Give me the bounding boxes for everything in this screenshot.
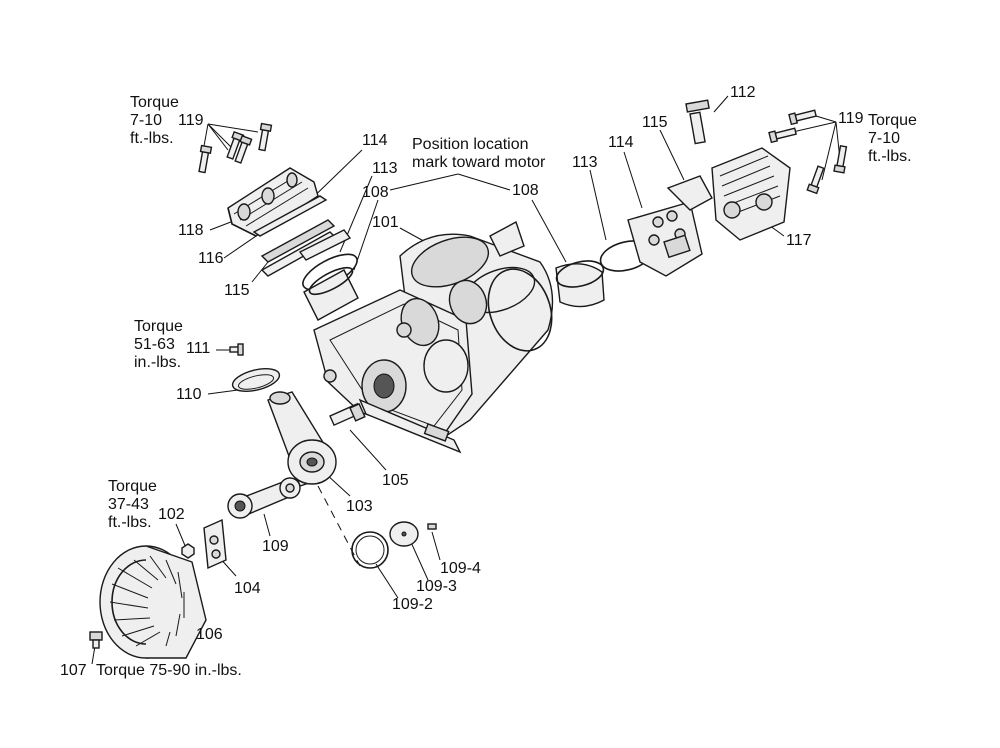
torque-note-119-left: Torque 7-10 ft.-lbs. <box>130 94 179 148</box>
part-label-109: 109 <box>262 538 289 555</box>
bracket-104 <box>203 518 227 570</box>
screw-107 <box>89 631 103 649</box>
bolts-119-left <box>198 122 273 174</box>
bolts-119-right <box>768 109 848 195</box>
torque-note-102-line3: ft.-lbs. <box>108 514 152 531</box>
part-label-111: 111 <box>186 340 211 357</box>
torque-note-111-line1: Torque <box>134 318 183 335</box>
part-label-119-right: 119 <box>838 110 864 127</box>
ring-110 <box>231 367 281 393</box>
torque-note-102-line1: Torque <box>108 478 157 495</box>
part-label-101: 101 <box>372 214 399 231</box>
cylinder-head-117 <box>711 147 791 241</box>
nut-102 <box>181 543 195 559</box>
part-label-117: 117 <box>786 232 812 249</box>
part-label-105: 105 <box>382 472 409 489</box>
torque-note-111: Torque 51-63 in.-lbs. <box>134 318 183 372</box>
ring-sleeve-left <box>302 253 359 321</box>
part-label-109-4: 109-4 <box>440 560 481 577</box>
part-label-102: 102 <box>158 506 185 523</box>
torque-note-119-left-line1: Torque <box>130 94 179 111</box>
part-label-118: 118 <box>178 222 204 239</box>
crankcase-101 <box>313 220 554 454</box>
torque-note-119-left-line2: 7-10 <box>130 112 163 129</box>
torque-note-111-line3: in.-lbs. <box>134 354 182 371</box>
shaft-105 <box>329 402 366 427</box>
part-label-113-right: 113 <box>572 154 598 171</box>
part-label-107: 107 <box>60 662 87 679</box>
part-label-114-left: 114 <box>362 132 388 149</box>
part-label-109-3: 109-3 <box>416 578 457 595</box>
position-note-line1: Position location <box>412 136 529 153</box>
connecting-rod-103 <box>267 391 337 487</box>
part-label-106: 106 <box>196 626 223 643</box>
part-label-108-right: 108 <box>512 182 539 199</box>
part-label-115-left: 115 <box>224 282 250 299</box>
part-label-114-right: 114 <box>608 134 634 151</box>
gaskets-left <box>252 195 352 277</box>
part-label-119-left: 119 <box>178 112 204 129</box>
torque-note-111-line2: 51-63 <box>134 336 175 353</box>
part-label-115-right: 115 <box>642 114 668 131</box>
rod-assembly-109 <box>227 477 301 519</box>
torque-note-102: Torque 37-43 ft.-lbs. <box>108 478 157 532</box>
part-label-104: 104 <box>234 580 261 597</box>
cylinder-head-118 <box>227 167 319 237</box>
screw-111 <box>229 343 244 356</box>
torque-note-102-line2: 37-43 <box>108 496 149 513</box>
valve-plate-114 <box>627 201 703 277</box>
part-label-116: 116 <box>198 250 224 267</box>
torque-note-119-left-line3: ft.-lbs. <box>130 130 174 147</box>
part-label-108-left: 108 <box>362 184 389 201</box>
torque-note-119-right-line3: ft.-lbs. <box>868 148 912 165</box>
position-note-line2: mark toward motor <box>412 154 546 171</box>
part-label-112: 112 <box>730 84 756 101</box>
part-label-110: 110 <box>176 386 202 403</box>
parts-109-series <box>351 521 437 569</box>
fitting-112 <box>685 99 710 145</box>
torque-note-119-right-line1: Torque <box>868 112 917 129</box>
torque-note-107: Torque 75-90 in.-lbs. <box>96 662 242 679</box>
part-label-103: 103 <box>346 498 373 515</box>
part-label-109-2: 109-2 <box>392 596 433 613</box>
fan-106 <box>99 545 207 659</box>
position-note: Position location mark toward motor <box>412 136 545 172</box>
part-label-113-left: 113 <box>372 160 398 177</box>
torque-note-119-right-line2: 7-10 <box>868 130 901 147</box>
gasket-115-right <box>666 175 713 211</box>
torque-note-119-right: Torque 7-10 ft.-lbs. <box>868 112 917 166</box>
